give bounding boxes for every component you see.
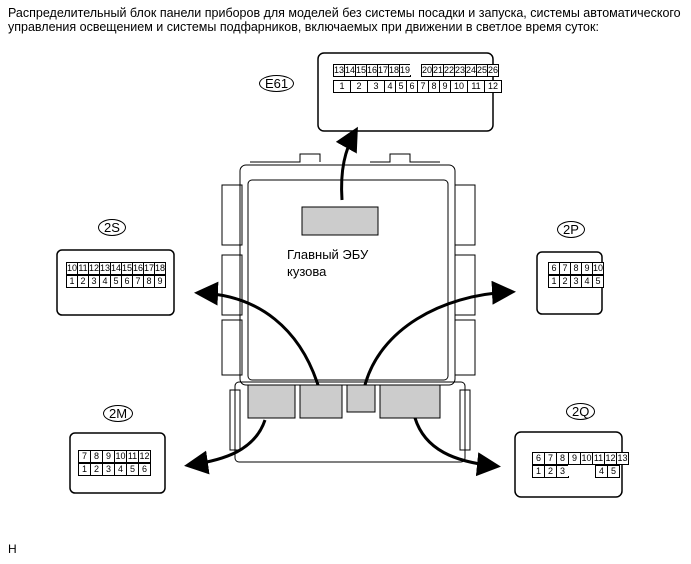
pin: 6 — [121, 275, 133, 288]
ecu-label-line1: Главный ЭБУ — [287, 247, 369, 262]
connector-label-e61: E61 — [259, 75, 295, 92]
pin: 4 — [114, 463, 127, 476]
pin — [410, 64, 422, 75]
pin: 12 — [484, 80, 502, 93]
junction-block — [221, 153, 476, 463]
ecu-label: Главный ЭБУ кузова — [287, 246, 368, 280]
pin: 5 — [592, 275, 604, 288]
pin: 19 — [399, 64, 411, 77]
pin: 7 — [559, 262, 571, 275]
connector-label-2p: 2P — [557, 221, 585, 238]
pin — [586, 465, 596, 476]
pin: 11 — [467, 80, 485, 93]
pin: 8 — [90, 450, 103, 463]
pin — [577, 465, 587, 476]
connector-label-2s: 2S — [98, 219, 126, 236]
pin: 6 — [138, 463, 151, 476]
pin: 13 — [616, 452, 629, 465]
pin: 3 — [367, 80, 385, 93]
pin: 3 — [556, 465, 569, 478]
pin: 24 — [465, 64, 477, 77]
pin: 4 — [99, 275, 111, 288]
connector-label-2q: 2Q — [566, 403, 596, 420]
connector-label-2m: 2M — [103, 405, 134, 422]
pin: 5 — [607, 465, 620, 478]
pin: 7 — [417, 80, 429, 93]
diagram-title: Распределительный блок панели приборов д… — [8, 6, 681, 34]
pin: 12 — [604, 452, 617, 465]
arrows — [184, 126, 516, 477]
ecu-connector-slots — [247, 206, 441, 419]
footer-code: H — [8, 542, 17, 556]
pin: 10 — [592, 262, 604, 275]
pin: 1 — [333, 80, 351, 93]
pin: 18 — [154, 262, 166, 275]
pin: 9 — [154, 275, 166, 288]
pin: 12 — [138, 450, 151, 463]
pin: 4 — [581, 275, 593, 288]
pin: 23 — [454, 64, 466, 77]
pin: 10 — [450, 80, 468, 93]
pin: 10 — [580, 452, 593, 465]
pin: 26 — [487, 64, 499, 77]
pin — [568, 465, 578, 476]
ecu-label-line2: кузова — [287, 264, 327, 279]
pin: 2 — [350, 80, 368, 93]
